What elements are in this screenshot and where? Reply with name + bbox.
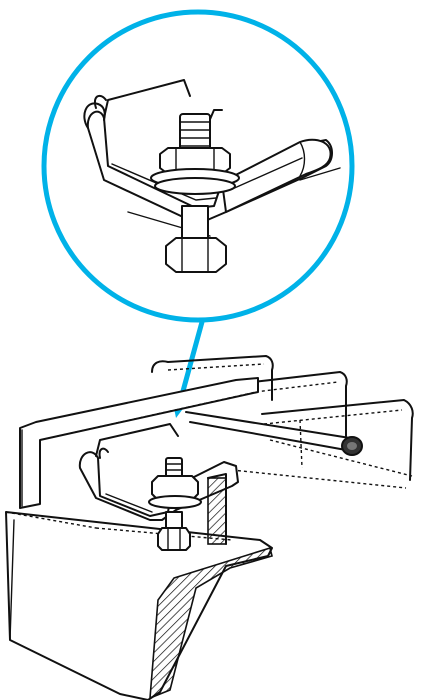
magnified-clamp-detail	[83, 79, 341, 273]
callout-circle	[41, 9, 355, 323]
grating-clamp-assembly	[5, 355, 414, 700]
